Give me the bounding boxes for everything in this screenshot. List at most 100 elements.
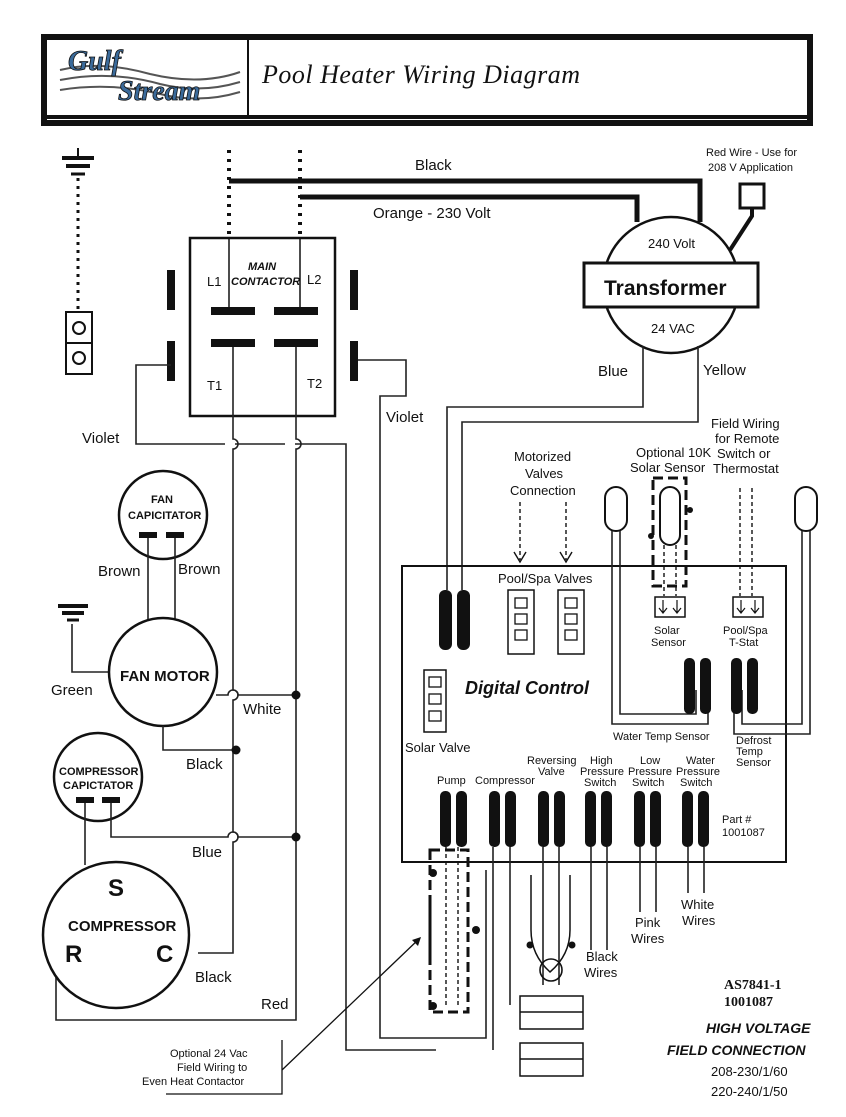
field-connection-label: FIELD CONNECTION: [667, 1042, 806, 1058]
logo-stream: Stream: [118, 76, 200, 107]
solar-sensor-note-2: Solar Sensor: [630, 460, 706, 475]
motorized-label-2: Valves: [525, 466, 564, 481]
compressor-s: S: [108, 875, 124, 902]
optional-note-2: Field Wiring to: [177, 1062, 247, 1074]
wire-label-yellow: Yellow: [703, 362, 746, 379]
part-label-2: 1001087: [722, 827, 765, 839]
reversing-label-1: Reversing: [527, 755, 577, 767]
optional-note-3: Even Heat Contactor: [142, 1076, 244, 1088]
wire-label-violet-left: Violet: [82, 430, 120, 447]
water-press-label-3: Switch: [680, 777, 712, 789]
digital-control-board: [401, 565, 787, 863]
defrost-probe-icon: [794, 486, 818, 532]
ground-icon: [62, 148, 94, 176]
motorized-label-1: Motorized: [514, 449, 571, 464]
red-wire-note-2: 208 V Application: [708, 162, 793, 174]
pool-valve-connector: [507, 589, 535, 655]
white-wires-label-2: Wires: [682, 913, 716, 928]
compressor-conn-label: Compressor: [475, 775, 535, 787]
compressor-connector: [489, 791, 516, 847]
digital-control-label: Digital Control: [465, 678, 590, 698]
logo-gulf: Gulf: [68, 46, 124, 77]
solar-valve-connector: [423, 669, 447, 733]
contactor-title-1: MAIN: [248, 261, 277, 273]
optional-note-1: Optional 24 Vac: [170, 1048, 248, 1060]
field-wiring-2: for Remote: [715, 431, 779, 446]
ground-icon-fan: [58, 604, 88, 622]
rating-1: 208-230/1/60: [711, 1064, 788, 1079]
transformer: 240 Volt Transformer 24 VAC: [582, 215, 760, 355]
main-contactor: MAIN CONTACTOR L1 L2 T1 T2: [188, 236, 337, 418]
wire-label-white: White: [243, 701, 281, 718]
defrost-label-2: Temp: [736, 746, 763, 758]
fan-cap-line2: CAPICITATOR: [128, 510, 201, 522]
wire-label-brown-left: Brown: [98, 563, 141, 580]
wire-label-brown-right: Brown: [178, 561, 221, 578]
pool-spa-valves-label: Pool/Spa Valves: [498, 571, 593, 586]
solar-sensor-note-1: Optional 10K: [636, 445, 711, 460]
pink-wires-label-1: Pink: [635, 915, 661, 930]
solar-valve-label: Solar Valve: [405, 740, 471, 755]
fan-motor-label: FAN MOTOR: [120, 668, 210, 685]
defrost-label-3: Sensor: [736, 757, 771, 769]
solar-sensor-icon: [659, 486, 681, 546]
defrost-label-1: Defrost: [736, 735, 771, 747]
high-label-1: High: [590, 755, 613, 767]
compressor-c: C: [156, 941, 173, 968]
contactor-title-2: CONTACTOR: [231, 276, 300, 288]
fan-capacitor: FAN CAPICITATOR: [117, 469, 209, 561]
wire-label-green: Green: [51, 682, 93, 699]
compressor-label: COMPRESSOR: [68, 918, 177, 935]
solar-sensor-board-1: Solar: [654, 625, 680, 637]
fan-motor: FAN MOTOR: [107, 616, 219, 728]
comp-cap-line2: CAPICTATOR: [63, 780, 133, 792]
contactor-l2: L2: [307, 272, 321, 287]
low-label-2: Pressure: [628, 766, 672, 778]
comp-cap-line1: COMPRESSOR: [59, 766, 139, 778]
gulfstream-logo: Gulf Stream: [59, 46, 241, 107]
rating-2: 220-240/1/50: [711, 1084, 788, 1099]
field-wiring-3: Switch or: [717, 446, 771, 461]
water-press-label-1: Water: [686, 755, 715, 767]
wire-label-violet-right: Violet: [386, 409, 424, 426]
wire-label-black: Black: [415, 157, 452, 174]
contactor-l1: L1: [207, 274, 221, 289]
reversing-valve-connector: [538, 791, 565, 847]
wire-label-black-fan: Black: [186, 756, 223, 773]
pump-connector: [440, 791, 467, 847]
wire-label-blue-comp: Blue: [192, 844, 222, 861]
terminal-block-icon: [65, 311, 93, 375]
reversing-label-2: Valve: [538, 766, 565, 778]
header-frame: [41, 34, 813, 126]
transformer-label: Transformer: [604, 277, 727, 300]
contactor-t1: T1: [207, 378, 222, 393]
pump-label: Pump: [437, 775, 466, 787]
contactor-coil-left-bottom: [167, 341, 175, 381]
red-wire-note-1: Red Wire - Use for: [706, 147, 797, 159]
doc-code-2: 1001087: [724, 995, 773, 1010]
contactor-coil-right-bottom: [350, 341, 358, 381]
compressor-r: R: [65, 941, 82, 968]
high-voltage-label: HIGH VOLTAGE: [706, 1020, 811, 1036]
fan-cap-line1: FAN: [151, 494, 173, 506]
header: Gulf Stream Pool Heater Wiring Diagram: [41, 34, 813, 126]
water-pressure-connector: [682, 791, 709, 847]
water-temp-sensor-label: Water Temp Sensor: [613, 731, 710, 743]
pink-wires-label-2: Wires: [631, 931, 665, 946]
field-wiring-1: Field Wiring: [711, 416, 780, 431]
wire-label-red: Red: [261, 996, 289, 1013]
black-wires-label-2: Wires: [584, 965, 618, 980]
field-wiring-4: Thermostat: [713, 461, 779, 476]
solar-sensor-dashed-box: [651, 476, 688, 588]
wire-label-blue: Blue: [598, 363, 628, 380]
spa-valve-connector: [557, 589, 585, 655]
wire-label-black-comp: Black: [195, 969, 232, 986]
tstat-label-1: Pool/Spa: [723, 625, 769, 637]
compressor-capacitor: COMPRESSOR CAPICTATOR: [52, 731, 144, 823]
transformer-top-label: 240 Volt: [648, 236, 695, 251]
high-label-3: Switch: [584, 777, 616, 789]
contactor-coil-right-top: [350, 270, 358, 310]
part-label-1: Part #: [722, 814, 752, 826]
water-temp-probe-icon: [604, 486, 628, 532]
low-label-3: Switch: [632, 777, 664, 789]
